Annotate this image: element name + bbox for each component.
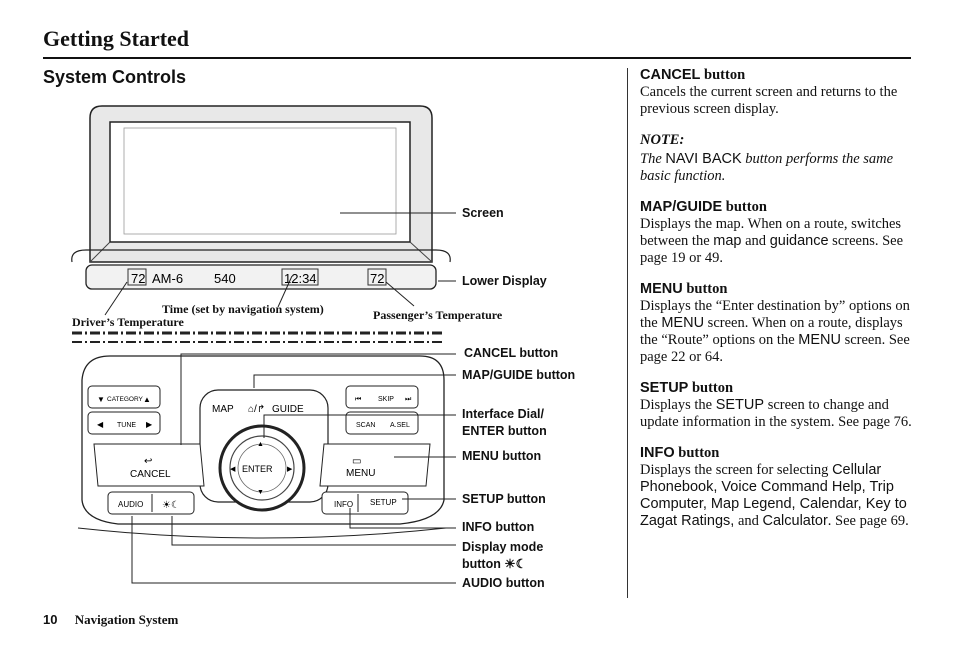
title-rule — [43, 57, 911, 59]
info-entry: INFO button Displays the screen for sele… — [640, 445, 909, 529]
footer-title: Navigation System — [74, 612, 179, 627]
svg-text:⏮: ⏮ — [355, 396, 361, 403]
tune-button — [87, 411, 161, 435]
cancel-panel-button — [93, 443, 205, 487]
svg-text:▶: ▶ — [287, 466, 293, 473]
screen-callout: Screen — [462, 206, 504, 220]
svg-text:▼: ▼ — [257, 489, 264, 496]
column-divider — [627, 68, 628, 598]
time-callout: Time (set by navigation system) — [162, 302, 324, 316]
svg-text:CATEGORY: CATEGORY — [107, 396, 144, 403]
svg-text:A.SEL: A.SEL — [390, 422, 410, 429]
setup-callout: SETUP button — [462, 492, 546, 506]
svg-text:▭: ▭ — [352, 456, 361, 467]
audio-panel-button — [107, 491, 195, 515]
freq-readout: 540 — [214, 271, 236, 286]
display-mode-icon: ☀☾ — [504, 557, 527, 571]
svg-text:▲: ▲ — [143, 395, 151, 404]
lower-display — [85, 264, 437, 290]
passenger-temp-readout: 72 — [370, 271, 384, 286]
enter-label: ENTER — [242, 464, 273, 474]
menu-entry: MENU button Displays the “Enter destinat… — [640, 281, 910, 365]
svg-text:SKIP: SKIP — [378, 396, 394, 403]
svg-text:MENU: MENU — [346, 468, 375, 479]
page-footer: 10 Navigation System — [43, 612, 178, 628]
map-label: MAP — [212, 404, 234, 415]
menu-panel-button — [319, 443, 431, 487]
svg-text:⏭: ⏭ — [405, 396, 412, 403]
menu-callout: MENU button — [462, 449, 542, 463]
svg-text:AUDIO: AUDIO — [118, 500, 143, 509]
skip-button — [345, 385, 419, 409]
cancel-entry: CANCEL button Cancels the current screen… — [640, 67, 898, 117]
guide-label: GUIDE — [272, 404, 304, 415]
svg-text:CANCEL: CANCEL — [130, 469, 171, 480]
svg-text:◀: ◀ — [97, 420, 104, 429]
svg-text:☀☾: ☀☾ — [162, 500, 180, 511]
svg-text:SETUP: SETUP — [370, 498, 397, 507]
info-setup-panel-button — [321, 491, 409, 515]
category-button — [87, 385, 161, 409]
map-guide-callout: MAP/GUIDE button — [462, 368, 576, 382]
svg-text:⌂/↱: ⌂/↱ — [248, 404, 265, 415]
passenger-temp-callout: Passenger’s Temperature — [373, 308, 503, 322]
page-title: Getting Started — [43, 26, 190, 51]
svg-text:INFO: INFO — [334, 500, 353, 509]
page-number: 10 — [43, 612, 58, 627]
svg-text:TUNE: TUNE — [117, 422, 136, 429]
audio-callout: AUDIO button — [462, 576, 545, 590]
svg-text:SCAN: SCAN — [356, 422, 375, 429]
driver-temp-callout: Driver’s Temperature — [72, 315, 184, 329]
band-readout: AM-6 — [152, 271, 183, 286]
lower-display-callout: Lower Display — [462, 274, 547, 288]
note-entry: NOTE: The NAVI BACK button performs the … — [640, 132, 894, 184]
driver-temp-readout: 72 — [131, 271, 145, 286]
interface-dial-callout: Interface Dial/ENTER button — [462, 407, 547, 438]
svg-text:▼: ▼ — [97, 395, 105, 404]
cancel-callout: CANCEL button — [464, 346, 559, 360]
svg-text:▶: ▶ — [146, 420, 153, 429]
clock-readout: 12:34 — [284, 271, 317, 286]
svg-text:◀: ◀ — [230, 466, 236, 473]
section-heading: System Controls — [43, 67, 187, 87]
info-callout: INFO button — [462, 520, 535, 534]
svg-text:↩: ↩ — [144, 456, 152, 467]
button-descriptions: CANCEL button Cancels the current screen… — [640, 67, 915, 544]
setup-entry: SETUP button Displays the SETUP screen t… — [640, 380, 912, 430]
map-guide-entry: MAP/GUIDE button Displays the map. When … — [640, 199, 904, 266]
scan-asel-button — [345, 411, 419, 435]
screen — [109, 121, 411, 243]
svg-text:▲: ▲ — [257, 441, 264, 448]
